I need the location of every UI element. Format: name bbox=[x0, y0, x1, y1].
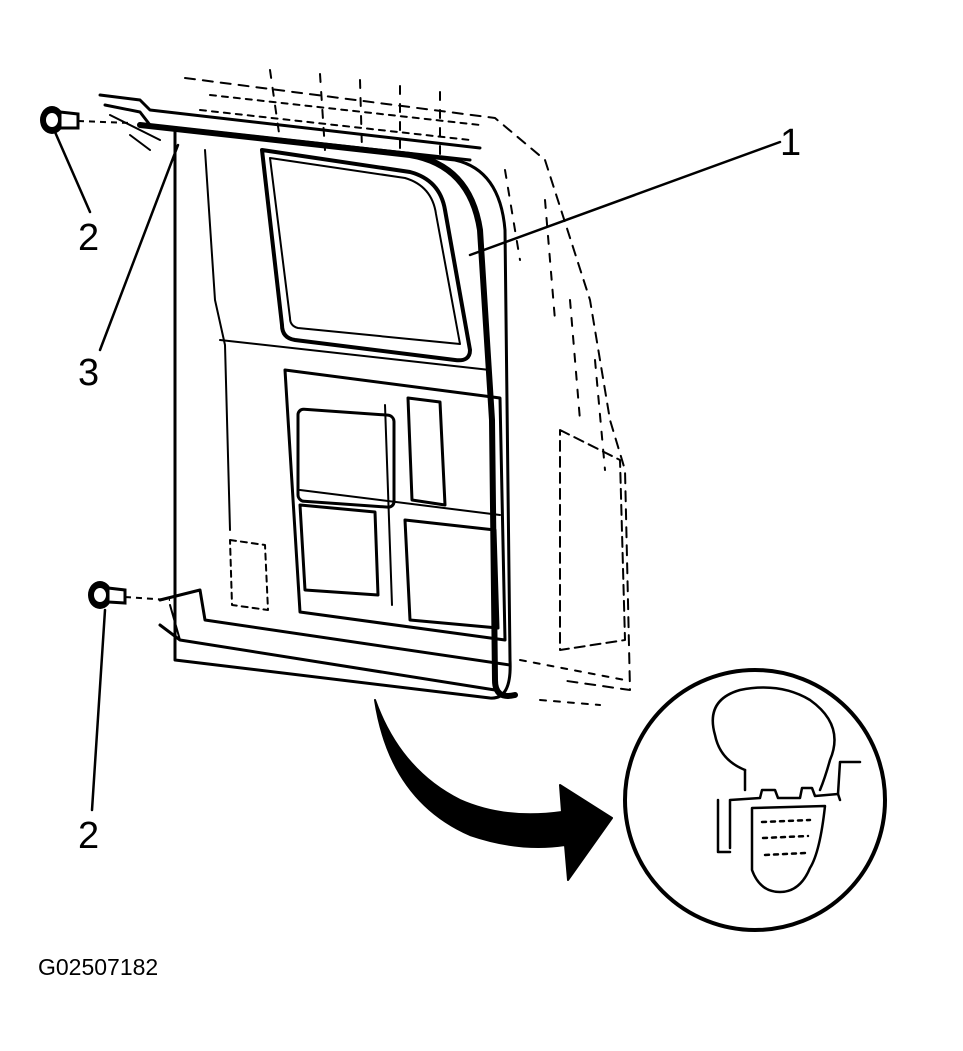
callout-2-lower: 2 bbox=[78, 815, 99, 857]
callout-1: 1 bbox=[780, 122, 801, 164]
callout-2-upper: 2 bbox=[78, 217, 99, 259]
upper-door-track bbox=[98, 93, 482, 162]
leader-line-3 bbox=[98, 143, 180, 352]
detail-circle bbox=[623, 668, 887, 932]
fastener-lower bbox=[88, 581, 171, 609]
door-window-opening bbox=[260, 148, 472, 363]
leader-lines bbox=[53, 130, 782, 812]
fastener-upper bbox=[40, 106, 131, 134]
curved-arrow-icon bbox=[374, 699, 613, 881]
weatherstrip-bulb-section bbox=[711, 686, 836, 792]
lower-door-track bbox=[158, 539, 512, 692]
callout-3: 3 bbox=[78, 352, 99, 394]
sliding-door-panel bbox=[173, 128, 512, 700]
leader-line-2-lower bbox=[90, 608, 107, 812]
vehicle-body-background bbox=[184, 69, 631, 706]
detail-inset bbox=[623, 668, 887, 932]
leader-line-2-upper bbox=[53, 130, 92, 214]
door-inner-frame bbox=[283, 368, 507, 642]
retainer-clip bbox=[750, 804, 827, 894]
leader-line-1 bbox=[468, 140, 782, 257]
figure-id: G02507182 bbox=[38, 954, 158, 980]
weatherstrip bbox=[137, 122, 518, 699]
